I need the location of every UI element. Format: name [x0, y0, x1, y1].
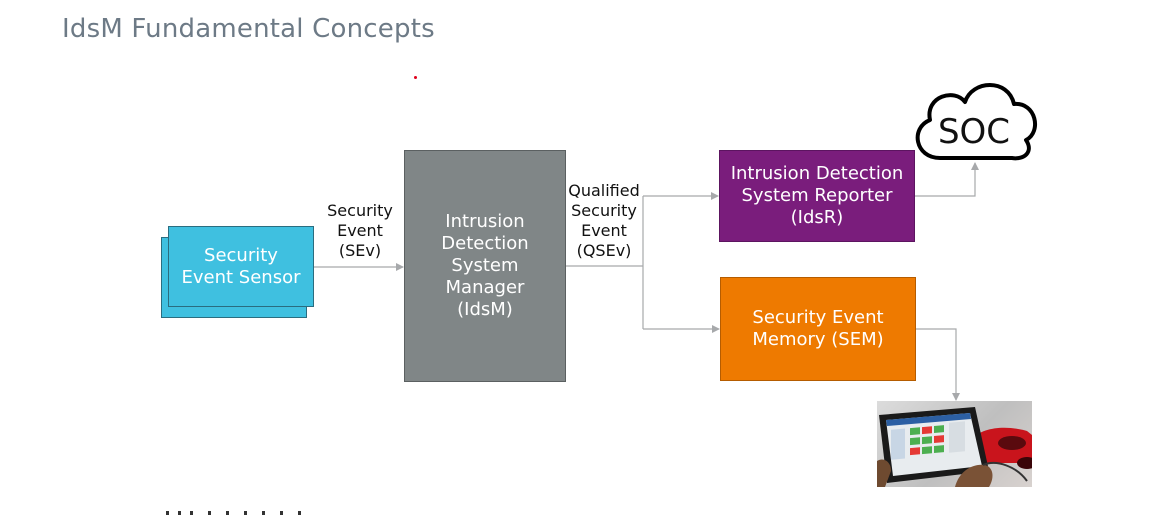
decorative-dot	[414, 76, 417, 79]
security-event-sensor-box: Security Event Sensor	[168, 226, 314, 307]
soc-label: SOC	[937, 112, 1011, 152]
idsm-box: Intrusion Detection System Manager (IdsM…	[404, 150, 566, 382]
tablet-photo	[877, 401, 1032, 487]
qualified-security-event-label: Qualified Security Event (QSEv)	[568, 181, 640, 260]
arrow-idsr-to-soc	[915, 162, 979, 197]
page-title: IdsM Fundamental Concepts	[62, 14, 435, 44]
idsr-box: Intrusion Detection System Reporter (Ids…	[719, 150, 915, 242]
soc-cloud-icon	[915, 83, 1037, 161]
sem-box: Security Event Memory (SEM)	[720, 277, 916, 381]
footer-marks	[166, 511, 301, 515]
arrow-sem-to-tablet	[916, 328, 960, 401]
security-event-label: Security Event (SEv)	[327, 201, 393, 260]
